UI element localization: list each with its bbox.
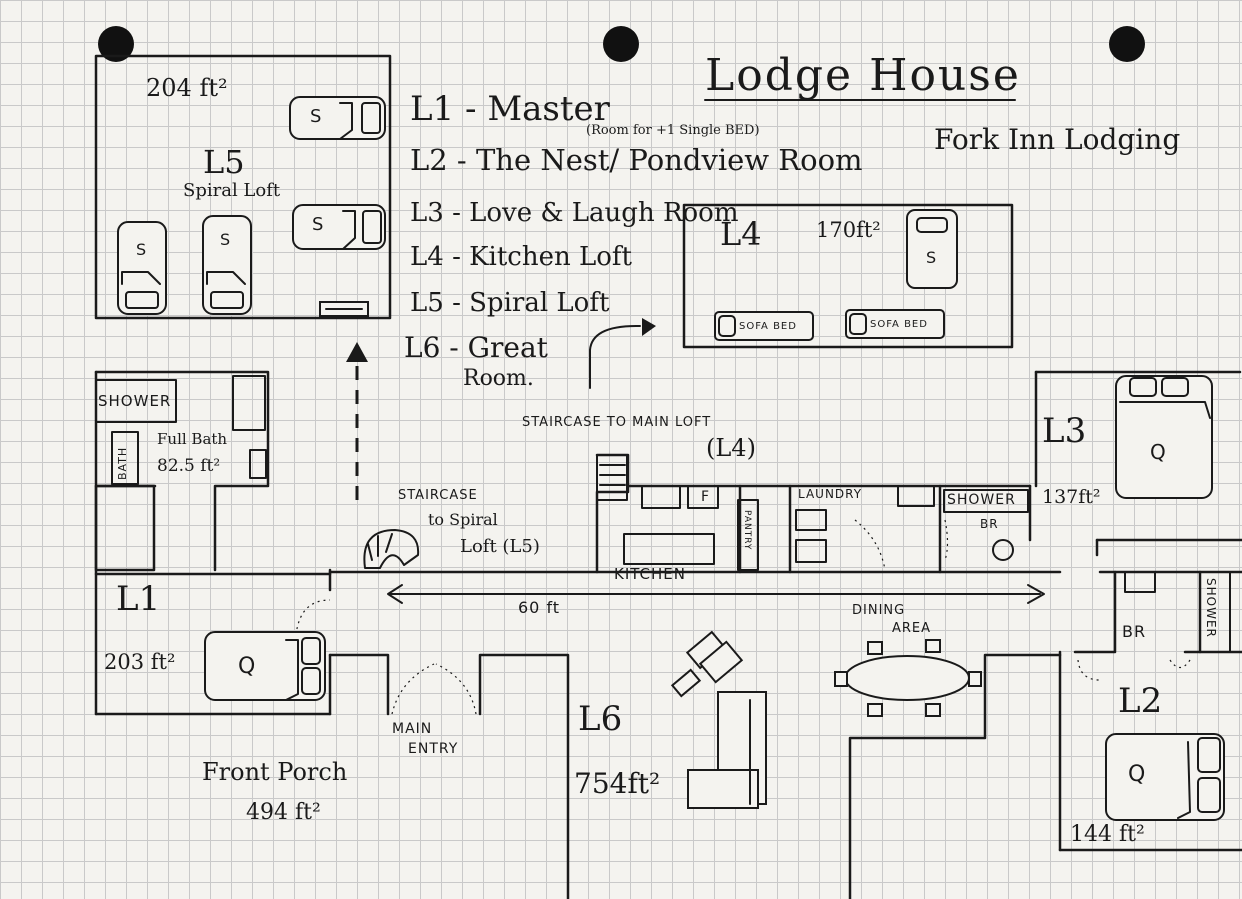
room-area: 170ft² — [816, 218, 881, 242]
room-code: L5 — [203, 143, 245, 181]
br-label: BR — [1122, 622, 1147, 641]
front-porch-label: Front Porch — [202, 758, 348, 786]
bed-queen — [204, 631, 326, 701]
arrow-to-l4 — [589, 324, 641, 389]
sofa-bed-label: SOFA BED — [870, 319, 928, 330]
room-area: 754ft² — [574, 767, 661, 800]
legend-item: L2 - The Nest/ Pondview Room — [410, 143, 863, 177]
bed-label: S — [220, 230, 232, 249]
bath-area: 82.5 ft² — [157, 456, 221, 476]
shower-label: SHOWER — [947, 492, 1016, 508]
length-label: 60 ft — [518, 598, 561, 617]
bath-label: BATH — [116, 446, 129, 480]
main-entry-label: MAIN — [392, 721, 433, 737]
room-code: L4 — [720, 215, 762, 253]
legend-item: L1 - Master — [410, 89, 610, 129]
legend-item: L5 - Spiral Loft — [410, 288, 610, 318]
sofa-bed-label: SOFA BED — [739, 321, 797, 332]
room-code: L6 — [578, 699, 623, 739]
staircase-spiral-label: STAIRCASE — [398, 488, 478, 503]
dining-label: AREA — [892, 621, 932, 636]
room-code: L3 — [1042, 411, 1087, 451]
chairs — [670, 630, 744, 698]
shower-label: SHOWER — [1204, 578, 1218, 638]
page-title: Lodge House — [705, 50, 1021, 101]
sectional-sofa — [687, 691, 767, 809]
legend-item: L6 - Great — [404, 331, 548, 364]
front-porch-area: 494 ft² — [246, 800, 321, 825]
kitchen-label: KITCHEN — [614, 565, 686, 583]
sofa-bed — [845, 309, 945, 339]
room-l5-outline — [94, 54, 392, 320]
bed-single — [289, 96, 386, 140]
bed-single — [202, 215, 252, 315]
binder-hole — [98, 26, 134, 62]
staircase-main-label-code: (L4) — [706, 434, 756, 462]
staircase-spiral-label: to Spiral — [428, 510, 498, 529]
bed-label: S — [926, 248, 938, 267]
pantry-label: PANTRY — [742, 510, 752, 551]
bed-queen — [1115, 375, 1213, 499]
bed-label: S — [312, 214, 325, 235]
legend-note: (Room for +1 Single BED) — [586, 123, 760, 138]
bed-single — [292, 204, 386, 250]
legend-item: L3 - Love & Laugh Room — [410, 198, 739, 228]
legend-item: L4 - Kitchen Loft — [410, 242, 633, 272]
dining-label: DINING — [852, 603, 906, 618]
bed-label: S — [136, 240, 148, 259]
room-l4-outline — [682, 203, 1014, 349]
room-area: 137ft² — [1042, 486, 1101, 508]
main-floor-walls — [94, 370, 1242, 899]
page-subtitle: Fork Inn Lodging — [934, 123, 1181, 156]
binder-hole — [1109, 26, 1145, 62]
staircase-main-label: STAIRCASE TO MAIN LOFT — [522, 415, 712, 430]
room-area: 144 ft² — [1070, 822, 1145, 847]
laundry-label: LAUNDRY — [798, 487, 863, 501]
room-code: L2 — [1118, 681, 1163, 721]
br-label: BR — [980, 517, 999, 531]
bed-single — [117, 221, 167, 315]
bed-label: Q — [1128, 762, 1147, 787]
shower-label: SHOWER — [98, 392, 172, 410]
bed-label: Q — [238, 654, 257, 679]
room-area: 204 ft² — [146, 74, 228, 102]
sofa-bed — [714, 311, 814, 341]
staircase-spiral-label: Loft (L5) — [460, 536, 540, 557]
bed-label: S — [310, 106, 323, 127]
bed-single — [906, 209, 958, 289]
room-area: 203 ft² — [104, 650, 176, 674]
bed-queen — [1105, 733, 1225, 821]
room-code: L1 — [116, 579, 161, 619]
legend-item: Room. — [463, 366, 534, 391]
main-entry-label: ENTRY — [408, 741, 459, 757]
bath-name: Full Bath — [157, 430, 228, 448]
bed-label: Q — [1150, 440, 1167, 464]
fridge-label: F — [701, 489, 711, 505]
spiral-staircase — [363, 529, 420, 569]
binder-hole — [603, 26, 639, 62]
room-name: Spiral Loft — [183, 180, 281, 201]
dining-table — [834, 639, 982, 717]
